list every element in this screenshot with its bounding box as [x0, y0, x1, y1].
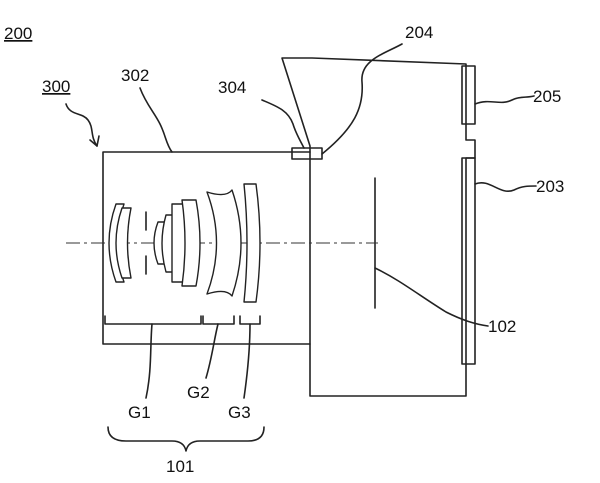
label-g2: G2	[187, 383, 210, 402]
g1-lens-2	[115, 207, 132, 279]
bracket-g2	[202, 315, 235, 325]
viewfinder-205	[461, 65, 476, 125]
label-300-lens-apparatus: 300	[42, 77, 70, 96]
label-204: 204	[405, 23, 433, 42]
display-203	[461, 157, 476, 365]
brace-101	[107, 426, 265, 452]
lens-group-g2	[206, 189, 242, 297]
label-302: 302	[121, 66, 149, 85]
bracket-g1	[104, 315, 202, 325]
figure-number-200: 200	[4, 24, 32, 43]
label-205: 205	[533, 87, 561, 106]
lens-group-g1	[108, 199, 201, 287]
leader-g3	[243, 323, 251, 399]
leader-302	[139, 87, 173, 153]
leader-205	[474, 95, 535, 105]
leader-g1	[145, 323, 153, 399]
leader-102	[374, 267, 489, 327]
g1-lens-6	[181, 199, 201, 287]
label-102: 102	[488, 317, 516, 336]
leader-204	[321, 43, 403, 155]
label-304: 304	[218, 78, 246, 97]
leader-304	[261, 99, 305, 149]
leader-g2	[205, 323, 219, 379]
camera-body-outline	[281, 57, 476, 397]
mount-contact-304	[291, 147, 323, 160]
leader-arrow-300	[65, 103, 100, 147]
lens-group-g3	[243, 183, 261, 303]
bracket-g3	[239, 315, 261, 325]
label-101-imaging-optical-system: 101	[166, 457, 194, 476]
label-g3: G3	[228, 403, 251, 422]
label-g1: G1	[128, 403, 151, 422]
lens-barrel-302	[102, 151, 311, 345]
leader-203	[474, 181, 537, 193]
label-203: 203	[536, 177, 564, 196]
